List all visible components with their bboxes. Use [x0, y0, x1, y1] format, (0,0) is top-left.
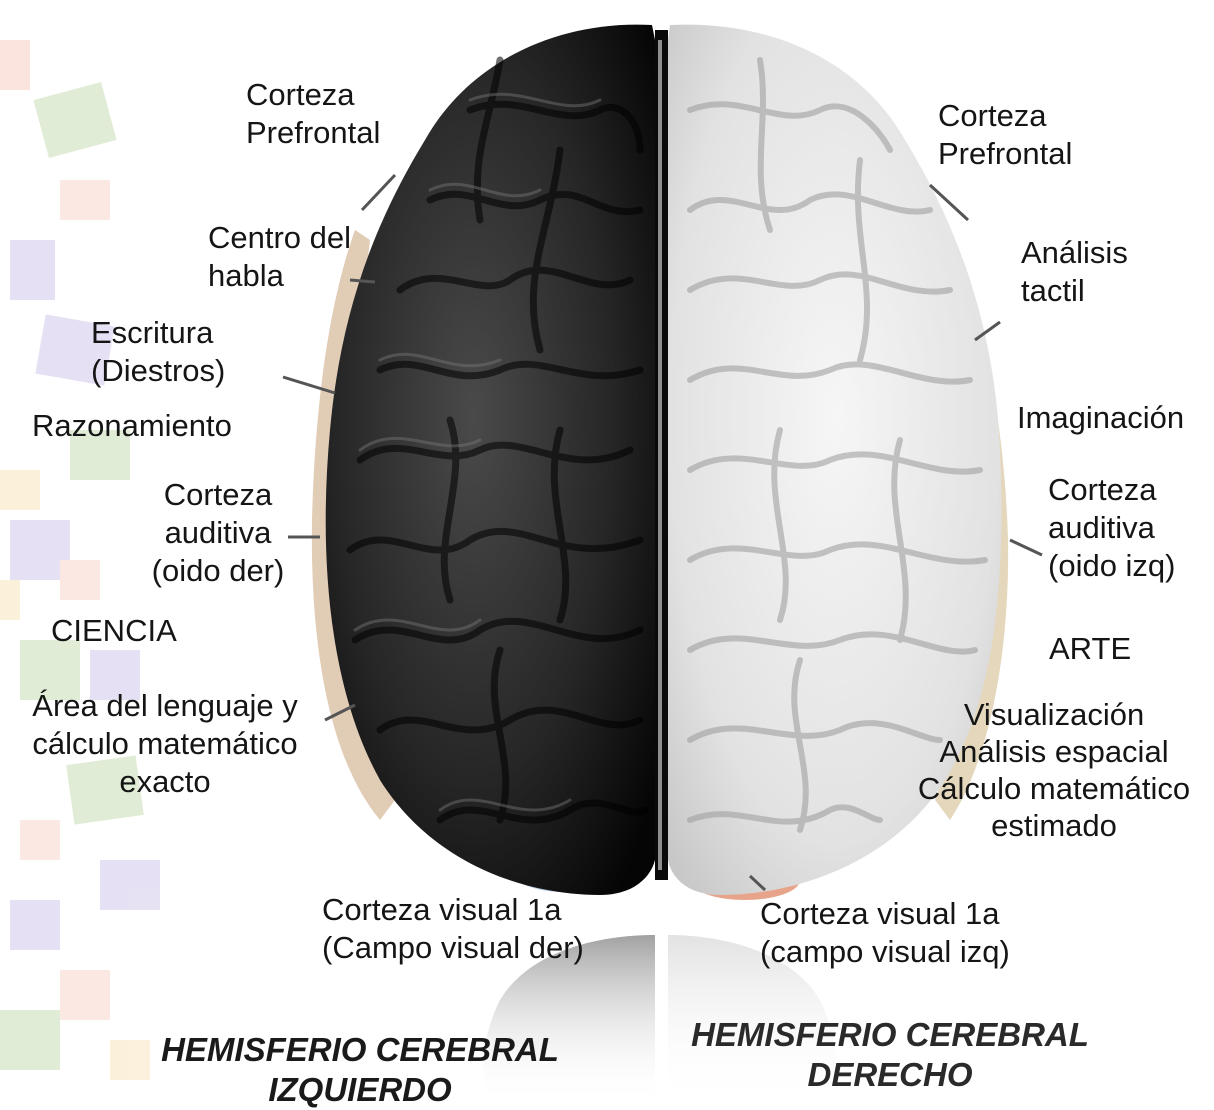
label-left-visual: Corteza visual 1a(Campo visual der) — [322, 891, 584, 967]
label-left-writing: Escritura(Diestros) — [91, 314, 225, 390]
label-right-art: ARTE — [1049, 630, 1131, 668]
label-right-visual: Corteza visual 1a(campo visual izq) — [760, 895, 1010, 971]
label-left-reasoning: Razonamiento — [32, 407, 232, 445]
background-decoration — [0, 40, 160, 1080]
label-right-imagination: Imaginación — [1017, 399, 1184, 437]
label-left-science: CIENCIA — [51, 612, 177, 650]
